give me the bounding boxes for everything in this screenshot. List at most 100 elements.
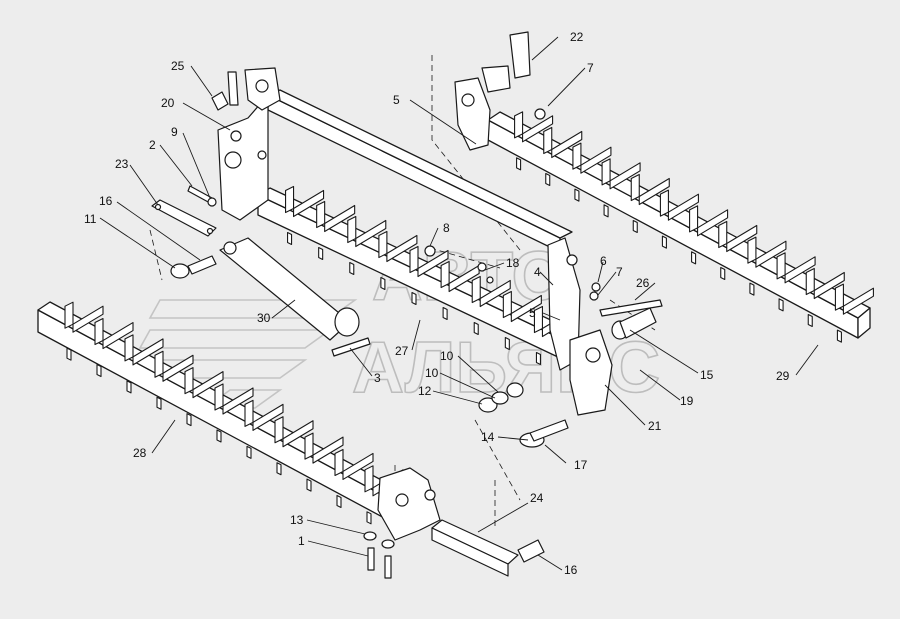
left-frame-tooth xyxy=(304,432,314,460)
right-frame-tooth xyxy=(543,126,553,155)
right-frame-spike xyxy=(691,251,697,265)
callout-16-lower: 16 xyxy=(564,563,578,577)
right-frame-tine xyxy=(522,115,554,143)
middle-beam-tooth xyxy=(440,260,450,289)
callout-19: 19 xyxy=(680,394,694,408)
right-frame-tine xyxy=(551,130,583,159)
middle-beam-tooth xyxy=(285,185,295,214)
left-frame-tooth xyxy=(274,416,284,444)
callout-3: 3 xyxy=(374,371,381,385)
right-frame-tooth xyxy=(514,111,524,139)
left-frame-spike xyxy=(156,396,162,410)
right-frame-spike xyxy=(545,172,551,187)
middle-beam-tine xyxy=(417,249,449,278)
callout-4: 4 xyxy=(534,265,541,279)
middle-beam-tooth xyxy=(502,290,512,319)
right-frame-tine xyxy=(609,162,641,190)
callout-17: 17 xyxy=(574,458,588,472)
right-frame-spike xyxy=(720,266,726,281)
callout-16: 16 xyxy=(99,194,113,208)
middle-beam-tine xyxy=(386,234,418,263)
middle-beam-spike xyxy=(442,306,448,321)
callout-11: 11 xyxy=(84,212,97,226)
middle-beam-spike xyxy=(411,291,417,306)
left-frame-spike xyxy=(96,363,102,378)
middle-beam-tine xyxy=(324,204,356,233)
callout-14: 14 xyxy=(481,430,495,444)
left-frame-spike xyxy=(306,478,312,492)
callout-2: 2 xyxy=(149,138,156,152)
middle-beam-spike xyxy=(287,231,293,246)
callout-15: 15 xyxy=(700,368,714,382)
right-frame-tine xyxy=(726,224,758,253)
right-frame-tooth xyxy=(834,283,844,311)
left-frame-tooth xyxy=(184,367,194,395)
callout-28: 28 xyxy=(133,446,147,460)
middle-beam-spike xyxy=(318,246,324,261)
right-frame-tine xyxy=(638,177,670,206)
right-frame-tine xyxy=(755,240,787,268)
callout-26: 26 xyxy=(636,276,650,290)
left-frame-spike xyxy=(216,429,222,443)
right-frame-tooth xyxy=(718,220,728,249)
middle-beam-tine xyxy=(293,189,325,218)
lower-bracket xyxy=(377,467,441,541)
right-frame-spike xyxy=(749,282,755,296)
left-frame-tooth xyxy=(154,350,164,378)
callout-5: 5 xyxy=(393,93,400,107)
middle-beam-tooth xyxy=(533,305,543,334)
callout-25: 25 xyxy=(171,59,185,73)
middle-beam-spike xyxy=(535,351,541,366)
callout-30: 30 xyxy=(257,311,271,325)
callout-1: 1 xyxy=(298,534,305,548)
left-frame-tine xyxy=(282,420,314,448)
right-frame-tine xyxy=(580,146,612,174)
right-frame-tooth xyxy=(572,142,582,170)
callout-27: 27 xyxy=(395,344,409,358)
middle-beam-spike xyxy=(380,276,386,291)
callout-12: 12 xyxy=(418,384,432,398)
leader-lines xyxy=(99,36,819,571)
left-frame-spike xyxy=(126,380,132,394)
middle-beam-tine xyxy=(479,279,511,308)
callout-10-lower: 10 xyxy=(425,366,439,380)
middle-beam-spike xyxy=(473,321,479,336)
callout-10: 10 xyxy=(440,349,454,363)
middle-beam-tine xyxy=(355,219,387,248)
right-frame-spike xyxy=(836,329,842,343)
right-frame-spike xyxy=(516,157,522,171)
left-frame-tine xyxy=(342,452,374,481)
right-frame-tine xyxy=(784,256,816,284)
right-frame-spike xyxy=(603,204,609,218)
left-frame-tooth xyxy=(334,448,344,477)
callout-7-lower: 7 xyxy=(616,265,623,279)
callout-22: 22 xyxy=(570,30,584,44)
callout-9: 9 xyxy=(171,125,178,139)
middle-beam-tooth xyxy=(409,245,419,274)
right-frame-tooth xyxy=(689,205,699,233)
callout-29: 29 xyxy=(776,369,790,383)
right-frame-spike xyxy=(661,235,667,249)
left-frame-tine xyxy=(192,371,224,399)
left-frame-tine xyxy=(72,305,104,333)
small-parts xyxy=(151,91,663,579)
callout-21: 21 xyxy=(648,419,662,433)
left-frame-tooth xyxy=(94,317,104,346)
callout-20: 20 xyxy=(161,96,175,110)
right-frame-spike xyxy=(632,219,638,234)
callout-18: 18 xyxy=(506,256,520,270)
left-frame-spike xyxy=(276,462,282,476)
middle-beam-tooth xyxy=(347,215,357,244)
middle-beam-spike xyxy=(504,336,510,351)
harrow-frame-right xyxy=(487,111,874,343)
callout-labels: 25 20 9 2 23 16 11 30 3 27 8 18 28 13 1 … xyxy=(84,30,790,577)
right-frame-tooth xyxy=(630,173,640,202)
right-frame-tine xyxy=(842,287,874,315)
middle-bracket xyxy=(547,237,613,416)
right-frame-tooth xyxy=(601,158,611,186)
left-frame-tine xyxy=(162,354,194,382)
left-frame-tooth xyxy=(214,383,224,411)
right-frame-tooth xyxy=(659,189,669,217)
left-frame-tine xyxy=(222,387,254,415)
